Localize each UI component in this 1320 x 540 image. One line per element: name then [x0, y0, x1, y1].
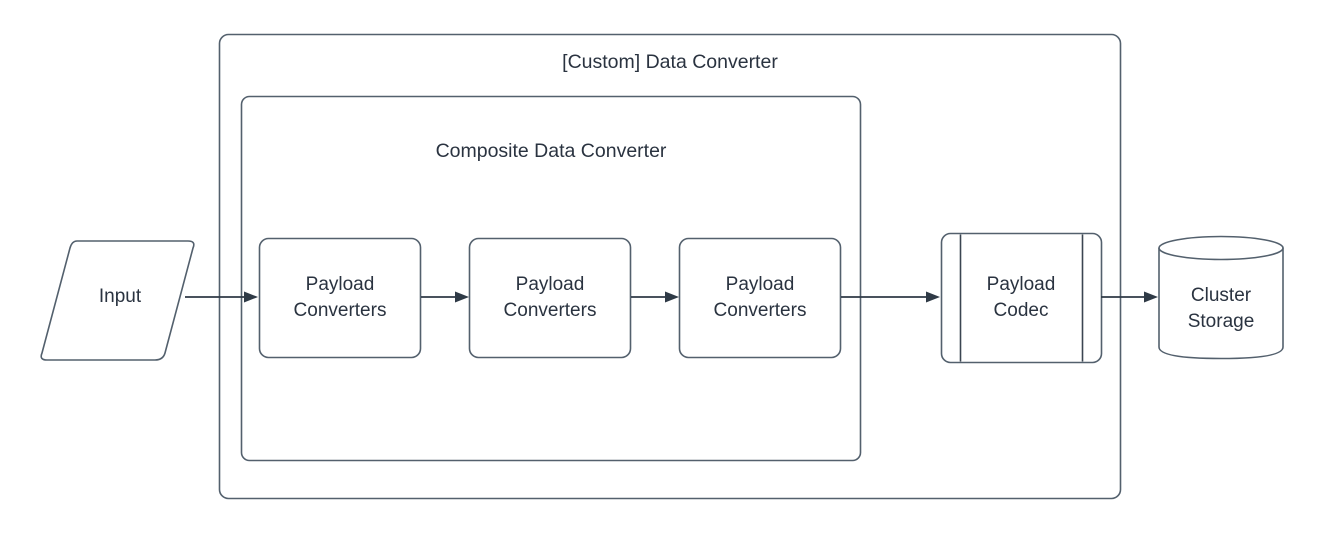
payload-converters-node-3[interactable] — [678, 237, 842, 359]
connector-payload-codec-to-cluster-storage — [1101, 291, 1158, 303]
inner-container-composite-data-converter[interactable] — [240, 95, 862, 462]
outer-container-title: [Custom] Data Converter — [562, 51, 778, 73]
payload-codec-label-line2: Codec — [994, 300, 1049, 321]
inner-container-title: Composite Data Converter — [436, 140, 667, 162]
payload-codec-label-line1: Payload — [987, 274, 1056, 295]
payload-converters-2-label-line1: Payload — [516, 274, 585, 295]
cluster-storage-label-line1: Cluster — [1191, 285, 1252, 306]
payload-converters-1-label-line2: Converters — [294, 300, 387, 321]
connector-converter-2-to-converter-3 — [631, 291, 679, 303]
payload-converters-1-label-line1: Payload — [306, 274, 375, 295]
input-node[interactable] — [40, 240, 195, 361]
input-node-label: Input — [99, 286, 142, 307]
payload-codec-node[interactable] — [940, 232, 1103, 364]
cluster-storage-label-line2: Storage — [1188, 311, 1255, 332]
payload-converters-3-label-line2: Converters — [714, 300, 807, 321]
payload-converters-3-label-line1: Payload — [726, 274, 795, 295]
connector-input-to-converter-1 — [185, 291, 258, 303]
connector-converter-3-to-payload-codec — [841, 291, 940, 303]
outer-container-custom-data-converter[interactable] — [218, 33, 1122, 500]
payload-converters-2-label-line2: Converters — [504, 300, 597, 321]
payload-converters-node-2[interactable] — [468, 237, 632, 359]
payload-converters-node-1[interactable] — [258, 237, 422, 359]
connector-converter-1-to-converter-2 — [421, 291, 469, 303]
cluster-storage-node[interactable] — [1158, 235, 1284, 360]
